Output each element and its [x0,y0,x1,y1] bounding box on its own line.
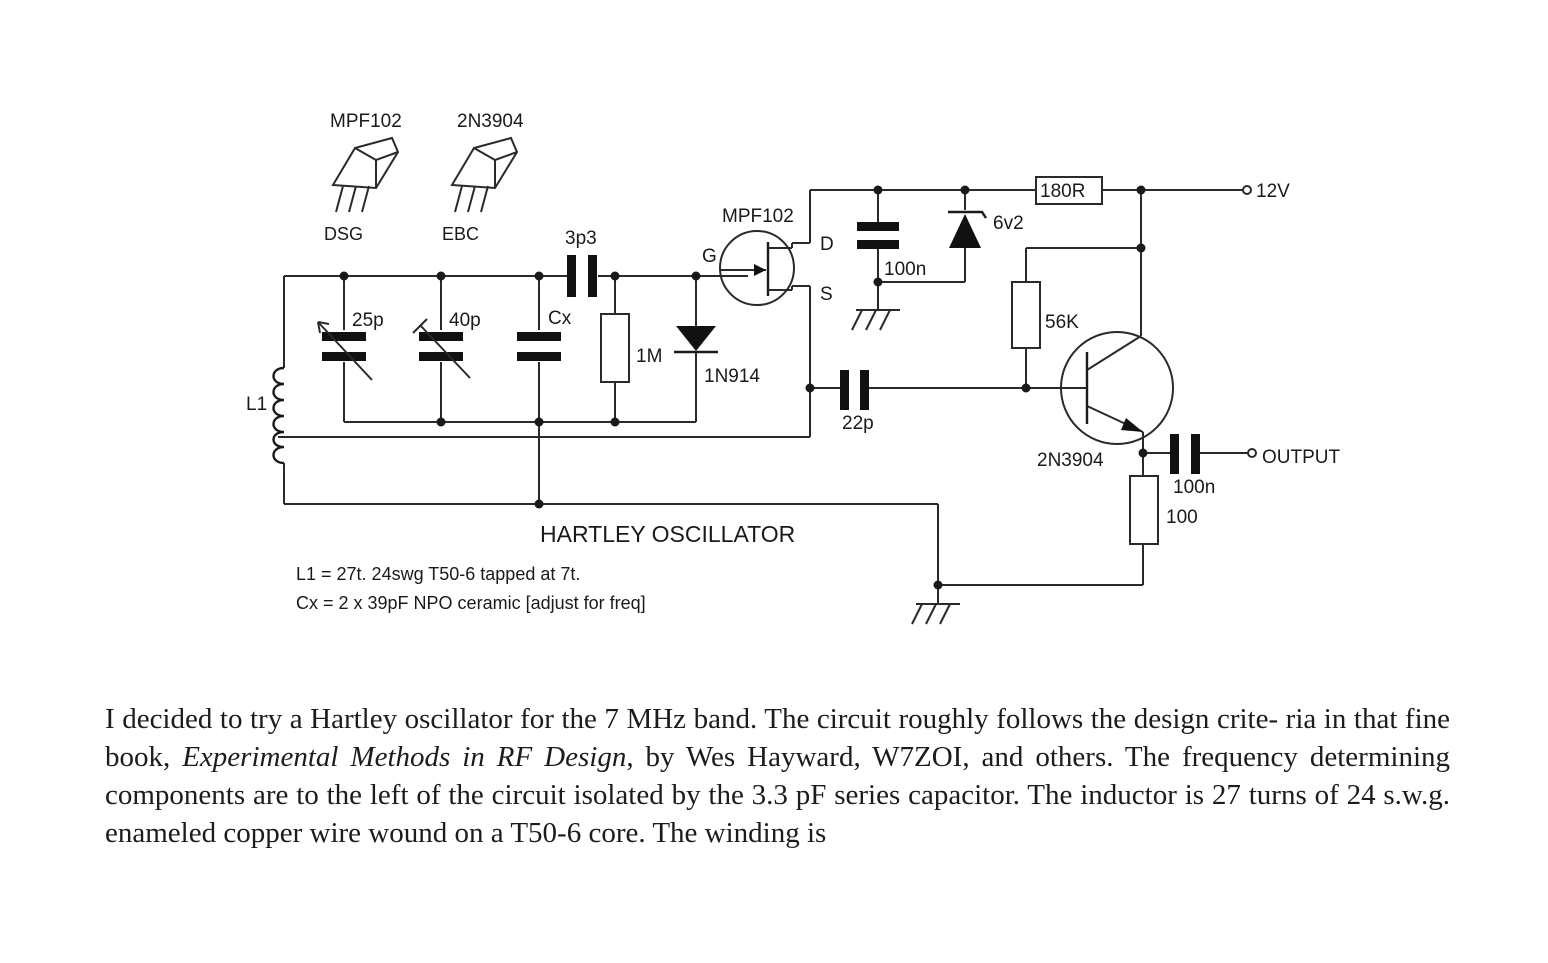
to92-package-icon [450,136,519,213]
hartley-oscillator-schematic: MPF102 DSG 2N3904 EBC [246,111,1341,625]
variable-capacitor-25p: 25p [317,310,384,381]
c-22p-label: 22p [842,413,874,434]
vc-25p-label: 25p [352,310,384,331]
r-180r-label: 180R [1040,181,1085,202]
r-100-label: 100 [1166,507,1198,528]
diagram-title: HARTLEY OSCILLATOR [540,521,795,547]
article-text-part2: , by Wes Hayward, W7ZOI, and others. The… [105,741,1451,849]
supply-terminal: 12V [1242,181,1290,202]
bjt-2n3904: 2N3904 [1037,331,1174,471]
vc-40p-label: 40p [449,310,481,331]
2n3904-pinout: 2N3904 EBC [442,111,524,244]
r-1m-label: 1M [636,346,662,367]
note-l1: L1 = 27t. 24swg T50-6 tapped at 7t. [296,564,580,584]
jfet-source-label: S [820,284,833,305]
jfet-label: MPF102 [722,206,794,227]
pinout-pins-label: EBC [442,224,479,244]
c-100n-out-label: 100n [1173,477,1215,498]
pinout-part-label: 2N3904 [457,111,524,132]
ground-icon [911,603,960,625]
diode-label: 1N914 [704,366,760,387]
pinout-pins-label: DSG [324,224,363,244]
inductor-l1: L1 [246,366,285,465]
jfet-mpf102: MPF102 G D S [702,206,834,306]
book-title: Experimental Methods in RF Design [182,741,627,773]
pinout-part-label: MPF102 [330,111,402,132]
note-cx: Cx = 2 x 39pF NPO ceramic [adjust for fr… [296,593,646,613]
output-label: OUTPUT [1262,447,1341,468]
resistor-100: 100 [1129,475,1198,545]
diode-1n914: 1N914 [674,326,760,387]
article-text-part1: I decided to try a Hartley oscillator fo… [105,703,1450,773]
capacitor-cx: Cx [517,308,572,361]
c-100n-label: 100n [884,259,926,280]
supply-label: 12V [1256,181,1290,202]
resistor-1m: 1M [600,313,662,383]
article-text: I decided to try a Hartley oscillator fo… [105,700,1450,852]
mpf102-pinout: MPF102 DSG [324,111,402,244]
resistor-56k: 56K [1011,281,1079,349]
r-56k-label: 56K [1045,312,1079,333]
ground-icon [851,309,900,331]
bjt-label: 2N3904 [1037,450,1104,471]
capacitor-100n-decoupling: 100n [857,222,926,280]
jfet-drain-label: D [820,234,834,255]
capacitor-22p: 22p [840,370,874,434]
capacitor-100n-output: 100n [1170,434,1215,498]
output-terminal: OUTPUT [1247,447,1341,468]
inductor-label: L1 [246,394,267,415]
resistor-180r: 180R [1035,176,1103,205]
article-paragraph: I decided to try a Hartley oscillator fo… [105,700,1450,852]
junction-dots [339,185,1148,590]
cx-label: Cx [548,308,572,329]
to92-package-icon [331,136,400,213]
jfet-gate-label: G [702,246,717,267]
zener-label: 6v2 [993,213,1024,234]
zener-diode-6v2: 6v2 [948,210,1024,248]
capacitor-3p3: 3p3 [565,228,597,297]
c-3p3-label: 3p3 [565,228,597,249]
wiring [278,189,1248,604]
trimmer-capacitor-40p: 40p [412,310,481,379]
